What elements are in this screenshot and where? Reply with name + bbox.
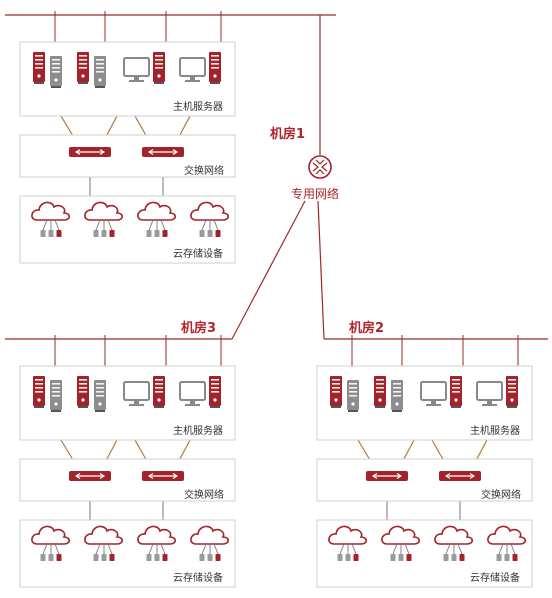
gray-server-icon — [391, 380, 403, 412]
switch-icon — [366, 471, 408, 481]
gray-server-icon — [94, 380, 106, 412]
red-server-icon — [209, 52, 221, 84]
server-pair-icon — [77, 376, 106, 412]
room3-host-servers-label: 主机服务器 — [173, 426, 223, 437]
room3-cloud-storage-label: 云存储设备 — [173, 573, 223, 584]
red-server-icon — [153, 52, 165, 84]
workstation-icon — [179, 376, 221, 408]
room3-switch-network-box — [19, 458, 236, 502]
workstation-icon — [420, 376, 462, 408]
red-server-icon — [209, 376, 221, 408]
switch-icon — [69, 471, 111, 481]
globe-router-icon — [308, 155, 332, 179]
server-pair-icon — [33, 52, 62, 88]
room2 — [316, 365, 533, 588]
server-pair-icon — [374, 376, 403, 412]
room3-switch-network-label: 交换网络 — [184, 490, 224, 501]
red-server-icon — [33, 376, 45, 408]
gray-server-icon — [50, 380, 62, 412]
red-server-icon — [33, 52, 45, 84]
cloud-storage-icon — [487, 525, 527, 561]
red-server-icon — [330, 376, 342, 408]
gray-server-icon — [347, 380, 359, 412]
server-pair-icon — [77, 52, 106, 88]
gray-server-icon — [50, 56, 62, 88]
workstation-icon — [476, 376, 518, 408]
cloud-storage-icon — [190, 525, 230, 561]
room1-host-servers-label: 主机服务器 — [173, 102, 223, 113]
switch-icon — [439, 471, 481, 481]
cloud-storage-icon — [190, 201, 230, 237]
cloud-storage-icon — [31, 525, 71, 561]
server-pair-icon — [330, 376, 359, 412]
workstation-icon — [179, 52, 221, 84]
switch-icon — [142, 471, 184, 481]
switch-icon — [69, 147, 111, 157]
room1-switch-network-label: 交换网络 — [184, 166, 224, 177]
room3-label: 机房3 — [181, 321, 217, 336]
network-to-room2-line — [317, 200, 325, 340]
cloud-storage-icon — [328, 525, 368, 561]
room2-label: 机房2 — [349, 321, 385, 336]
cloud-storage-icon — [137, 201, 177, 237]
workstation-icon — [123, 376, 165, 408]
room2-switch-network-label: 交换网络 — [481, 490, 521, 501]
private-network-node — [308, 155, 332, 179]
red-server-icon — [153, 376, 165, 408]
red-server-icon — [374, 376, 386, 408]
cloud-storage-icon — [137, 525, 177, 561]
room3 — [19, 365, 236, 588]
server-pair-icon — [33, 376, 62, 412]
room1-cloud-storage-label: 云存储设备 — [173, 249, 223, 260]
room2-switch-network-box — [316, 458, 533, 502]
red-server-icon — [506, 376, 518, 408]
network-to-room3-line — [231, 200, 306, 340]
cloud-storage-icon — [381, 525, 421, 561]
rooms-layer — [19, 41, 533, 588]
room2-host-servers-label: 主机服务器 — [470, 426, 520, 437]
cloud-storage-icon — [31, 201, 71, 237]
red-server-icon — [77, 376, 89, 408]
workstation-icon — [123, 52, 165, 84]
room1-label: 机房1 — [270, 127, 306, 142]
gray-server-icon — [94, 56, 106, 88]
switch-icon — [142, 147, 184, 157]
room1 — [19, 41, 236, 264]
cloud-storage-icon — [84, 201, 124, 237]
red-server-icon — [450, 376, 462, 408]
cloud-storage-icon — [434, 525, 474, 561]
room3-host-servers-box — [19, 365, 236, 441]
private-network-label: 专用网络 — [291, 187, 340, 201]
room2-cloud-storage-label: 云存储设备 — [470, 573, 520, 584]
cloud-storage-icon — [84, 525, 124, 561]
room1-switch-network-box — [19, 134, 236, 178]
red-server-icon — [77, 52, 89, 84]
